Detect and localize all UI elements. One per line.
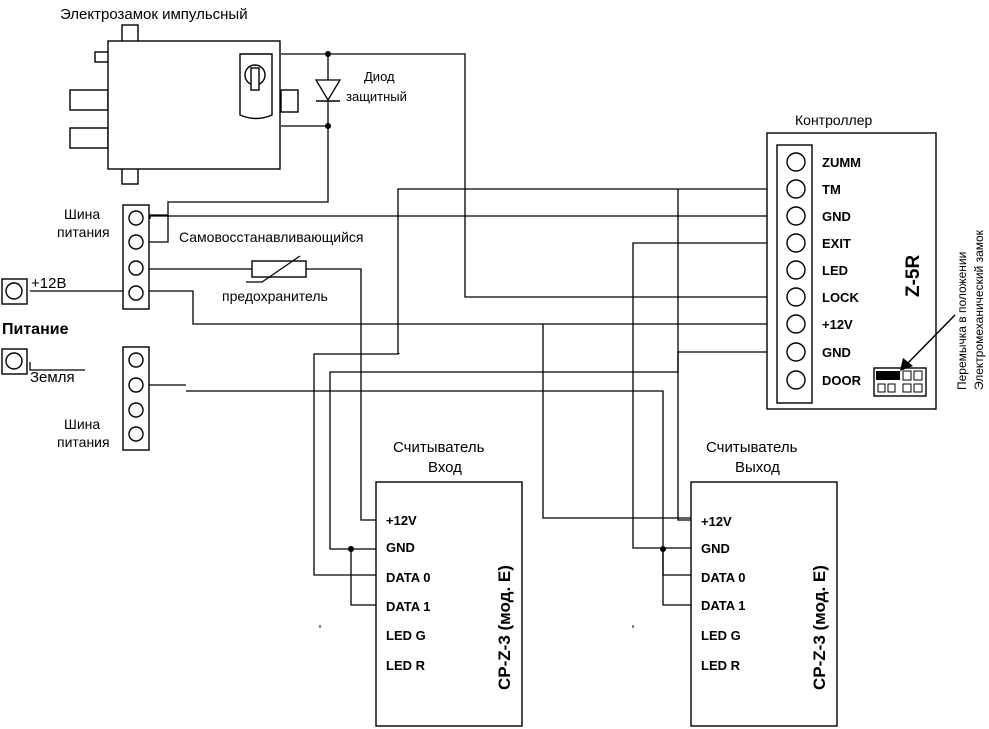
reader-out-pin-label: LED R	[701, 658, 741, 673]
controller-pin-label: TM	[822, 182, 841, 197]
reader-in-subtitle: Вход	[428, 459, 462, 476]
controller-terminals	[786, 152, 806, 390]
reader-in-pin-label: GND	[386, 540, 415, 555]
controller-pin-label: LED	[822, 263, 848, 278]
reader-in-box	[375, 481, 523, 727]
reader-out-title: Считыватель	[706, 439, 798, 456]
diode-icon	[314, 79, 342, 102]
cylinder-icon	[239, 53, 273, 120]
power-plus-label: +12В	[31, 275, 66, 292]
bus-top-label-1: Шина	[64, 206, 100, 222]
reader-in-pin-label: DATA 1	[386, 599, 431, 614]
reader-out-model: CP-Z-3 (мод. Е)	[810, 565, 829, 690]
reader-out-pin-label: DATA 0	[701, 570, 746, 585]
fuse-label-1: Самовосстанавливающийся	[179, 229, 364, 245]
reader-in-pin-label: LED G	[386, 628, 426, 643]
controller-title: Контроллер	[795, 112, 872, 128]
controller-pin-label: GND	[822, 209, 851, 224]
power-bus-bottom	[122, 346, 150, 451]
jumper-note-1: Перемычка в положении	[955, 252, 969, 390]
reader-out-pin-label: DATA 1	[701, 598, 746, 613]
controller-pin-label: +12V	[822, 317, 853, 332]
jumper-block-icon	[873, 367, 927, 397]
wires	[29, 53, 786, 606]
controller-pin-label: LOCK	[822, 290, 859, 305]
power-ground-terminal	[1, 348, 28, 375]
diode-label-2: защитный	[346, 89, 407, 104]
reader-in-pin-label: DATA 0	[386, 570, 431, 585]
controller-pin-label: DOOR	[822, 373, 862, 388]
reader-out-pin-label: LED G	[701, 628, 741, 643]
reader-out-subtitle: Выход	[735, 459, 780, 476]
reader-in-pin-label: LED R	[386, 658, 426, 673]
lock-title: Электрозамок импульсный	[60, 6, 248, 23]
power-bus-top	[122, 204, 150, 310]
jumper-note-2: Электромеханический замок	[972, 229, 986, 390]
controller-pin-label: GND	[822, 345, 851, 360]
junctions	[325, 51, 666, 552]
controller-pin-label: EXIT	[822, 236, 851, 251]
reader-in-title: Считыватель	[393, 439, 485, 456]
electric-lock	[69, 24, 299, 185]
power-plus-terminal	[1, 278, 28, 305]
reader-out-box	[690, 481, 838, 727]
bus-bottom-label-2: питания	[57, 434, 110, 450]
reader-out-pin-label: GND	[701, 541, 730, 556]
power-title: Питание	[2, 321, 69, 338]
controller-box	[766, 132, 956, 410]
power-ground-label: Земля	[30, 369, 75, 386]
controller-pin-label: ZUMM	[822, 155, 861, 170]
reader-out-pin-label: +12V	[701, 514, 732, 529]
diode-label-1: Диод	[364, 69, 395, 84]
bus-top-label-2: питания	[57, 224, 110, 240]
fuse-icon	[246, 255, 307, 283]
fuse-label-2: предохранитель	[222, 288, 328, 304]
reader-in-model: CP-Z-3 (мод. Е)	[495, 565, 514, 690]
controller-model: Z-5R	[903, 255, 924, 298]
reader-in-pin-label: +12V	[386, 513, 417, 528]
bus-bottom-label-1: Шина	[64, 416, 100, 432]
jumper-pointer-arrow	[900, 314, 956, 371]
